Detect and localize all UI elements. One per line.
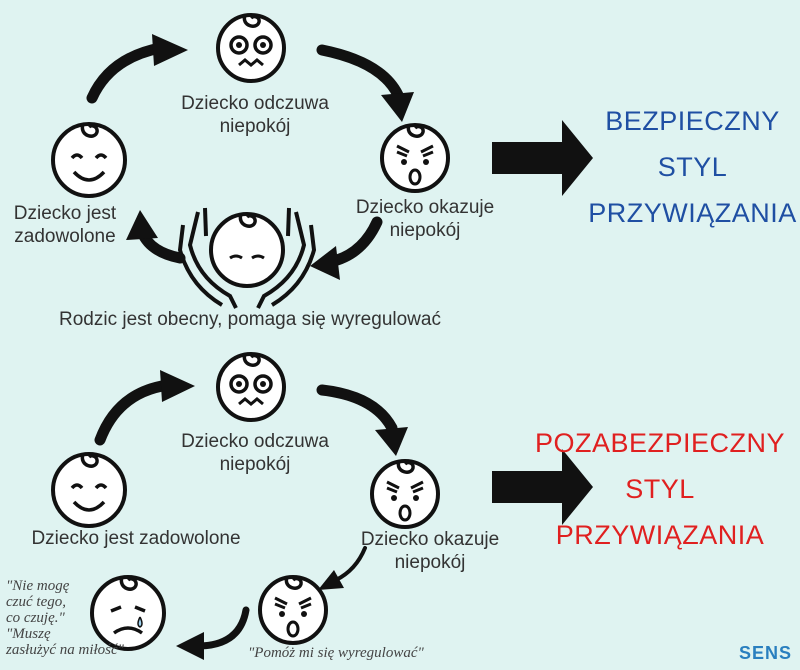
label-feels-anxiety: Dziecko odczuwa niepokój <box>160 430 350 476</box>
happy-baby-icon <box>51 452 127 528</box>
label-feels-anxiety: Dziecko odczuwa niepokój <box>170 92 340 138</box>
angry-baby-icon <box>380 123 450 193</box>
insecure-style-title: POZABEZPIECZNY STYL PRZYWIĄZANIA <box>520 420 800 558</box>
curved-arrow-icon <box>316 44 414 122</box>
thought-line: co czuję." <box>6 610 65 626</box>
caring-hands-icon <box>177 207 317 309</box>
curved-arrow-icon <box>176 606 250 660</box>
label-line: Dziecko jest <box>13 203 117 224</box>
label-line: Dziecko okazuje <box>355 197 495 218</box>
right-arrow-icon <box>492 449 593 525</box>
thought-line: "Muszę <box>6 626 51 642</box>
worried-baby-icon <box>216 13 286 83</box>
thought-line: zasłużyć na miłość" <box>6 642 124 658</box>
label-shows-anxiety: Dziecko okazuje niepokój <box>345 528 515 574</box>
title-line: POZABEZPIECZNY <box>534 428 786 458</box>
label-line: Dziecko odczuwa <box>181 93 329 114</box>
curved-arrow-icon <box>126 210 186 264</box>
label-line: Dziecko odczuwa <box>181 431 329 452</box>
happy-baby-icon <box>51 122 127 198</box>
label-shows-anxiety: Dziecko okazuje niepokój <box>350 196 500 242</box>
label-line: zadowolone <box>14 226 116 247</box>
label-plea: "Pomóż mi się wyregulować" <box>248 645 424 661</box>
label-line: niepokój <box>394 552 466 573</box>
label-line: niepokój <box>389 220 461 241</box>
curved-arrow-icon <box>316 384 408 456</box>
label-line: niepokój <box>219 454 291 475</box>
worried-baby-icon <box>216 352 286 422</box>
title-line: PRZYWIĄZANIA <box>588 198 797 228</box>
label-content: Dziecko jest zadowolone <box>31 528 241 549</box>
title-line: STYL <box>625 474 695 504</box>
title-line: BEZPIECZNY <box>605 106 780 136</box>
label-inner-thoughts: "Nie mogę czuć tego, co czuję." "Muszę z… <box>6 578 176 658</box>
thought-line: "Nie mogę <box>6 578 70 594</box>
label-parent-present: Rodzic jest obecny, pomaga się wyregulow… <box>59 309 441 330</box>
label-line: niepokój <box>219 116 291 137</box>
angry-baby-icon <box>370 459 440 529</box>
curved-arrow-icon <box>94 370 195 446</box>
label-content: Dziecko jest zadowolone <box>0 202 130 248</box>
curved-arrow-icon <box>318 546 367 590</box>
right-arrow-icon <box>492 120 593 196</box>
title-line: PRZYWIĄZANIA <box>555 520 765 550</box>
thought-line: czuć tego, <box>6 594 66 610</box>
sens-logo: SENS <box>738 643 792 663</box>
title-line: STYL <box>657 152 728 182</box>
label-line: Dziecko okazuje <box>360 529 500 550</box>
curved-arrow-icon <box>86 34 188 104</box>
secure-style-title: BEZPIECZNY STYL PRZYWIĄZANIA <box>585 98 800 236</box>
angry-baby-icon <box>258 575 328 645</box>
curved-arrow-icon <box>310 216 383 280</box>
